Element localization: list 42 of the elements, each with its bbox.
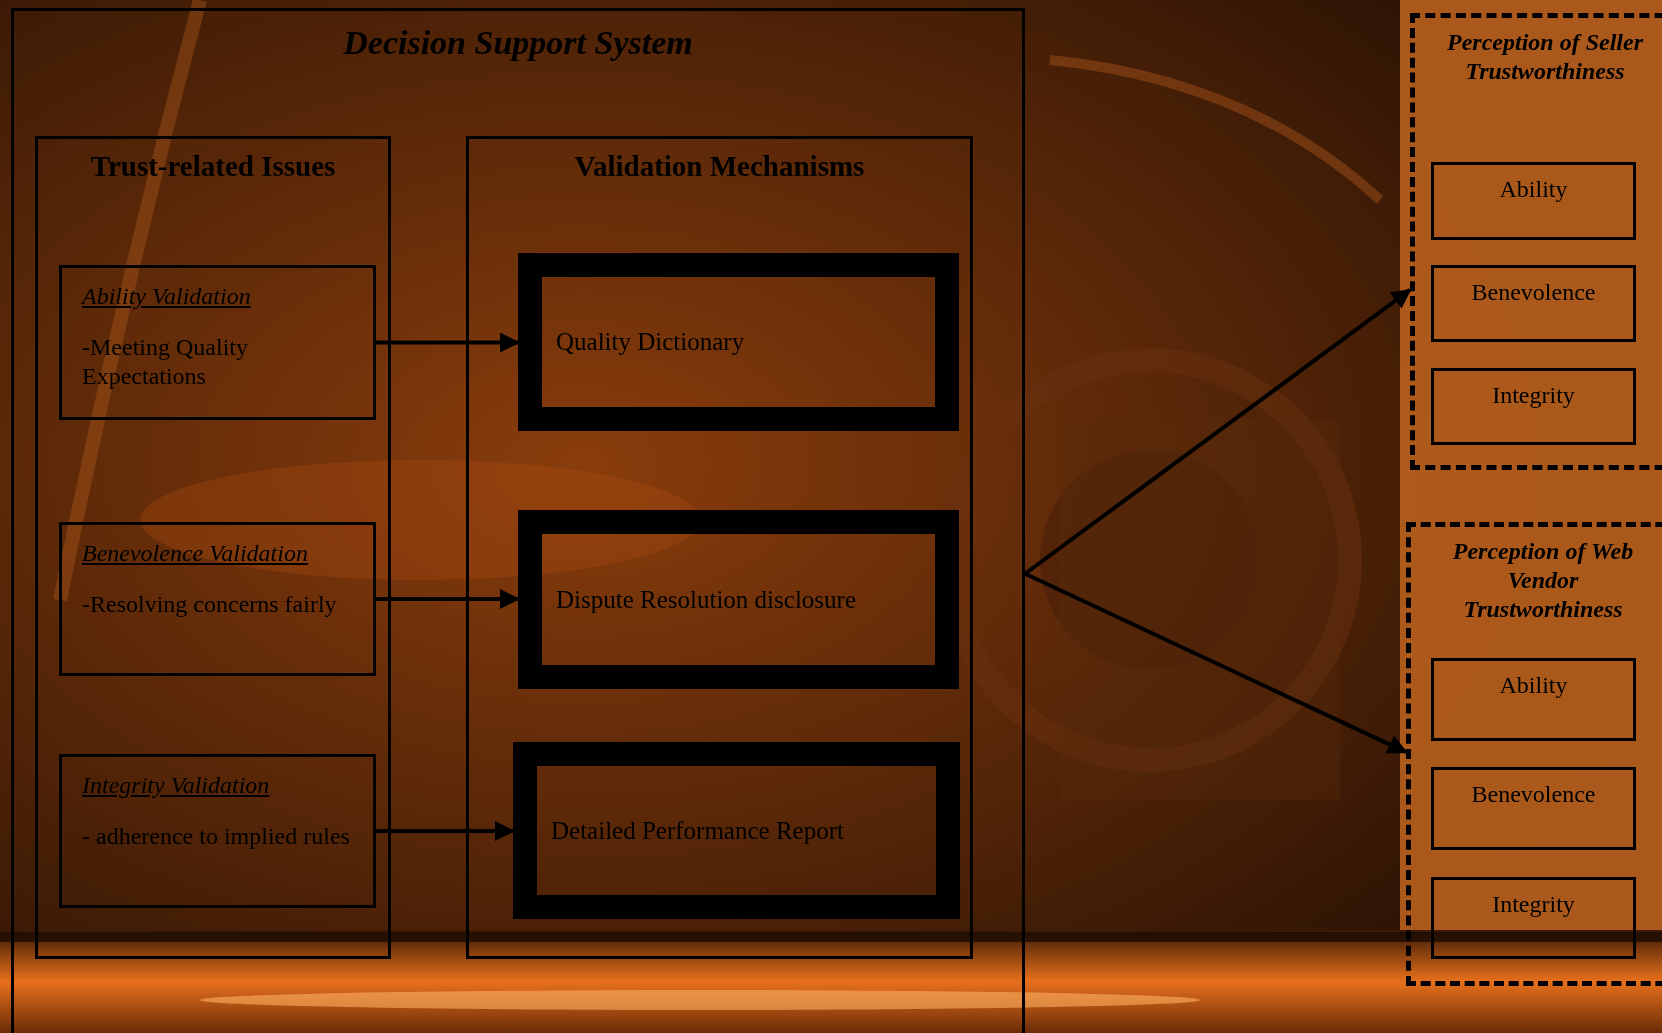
arrow xyxy=(376,332,520,353)
arrow xyxy=(1023,288,1412,576)
issue-text: -Resolving concerns fairly xyxy=(82,589,337,619)
dimension-label: Benevolence xyxy=(1471,278,1596,307)
issue-box xyxy=(59,754,376,908)
dimension-label: Ability xyxy=(1499,671,1568,700)
mechanism-box xyxy=(518,510,959,689)
issue-text: -Meeting Quality Expectations xyxy=(82,332,249,391)
group-box xyxy=(35,136,391,959)
group-box xyxy=(466,136,973,959)
issue-heading: Ability Validation xyxy=(82,282,251,311)
box-heading: Decision Support System xyxy=(343,23,693,63)
dashed-group-box xyxy=(1406,522,1662,986)
group-heading: Perception of Web Vendor Trustworthiness xyxy=(1451,537,1635,624)
dimension-box xyxy=(1431,877,1636,959)
mechanism-label: Detailed Performance Report xyxy=(551,815,844,846)
mechanism-label: Dispute Resolution disclosure xyxy=(556,584,856,615)
issue-box xyxy=(59,265,376,420)
dimension-box xyxy=(1431,368,1636,445)
arrow xyxy=(376,589,520,609)
issue-text: - adherence to implied rules xyxy=(82,821,350,851)
dimension-box xyxy=(1431,658,1636,741)
arrow xyxy=(376,821,515,841)
dimension-box xyxy=(1431,162,1636,240)
group-heading: Validation Mechanisms xyxy=(574,149,865,184)
issue-heading: Benevolence Validation xyxy=(82,539,308,568)
mechanism-label: Quality Dictionary xyxy=(556,327,745,357)
issue-box xyxy=(59,522,376,676)
group-heading: Trust-related Issues xyxy=(90,149,336,184)
system-boundary-box xyxy=(11,8,1025,1033)
group-heading: Perception of Seller Trustworthiness xyxy=(1446,28,1645,86)
dimension-label: Integrity xyxy=(1492,890,1575,919)
dimension-box xyxy=(1431,265,1636,342)
dimension-label: Integrity xyxy=(1492,381,1575,410)
dimension-box xyxy=(1431,767,1636,850)
issue-heading: Integrity Validation xyxy=(82,771,270,800)
arrow xyxy=(1024,571,1408,754)
mechanism-box xyxy=(518,253,959,431)
dimension-label: Benevolence xyxy=(1471,780,1596,809)
mechanism-box xyxy=(513,742,960,919)
dashed-group-box xyxy=(1410,13,1662,470)
dimension-label: Ability xyxy=(1499,175,1568,204)
